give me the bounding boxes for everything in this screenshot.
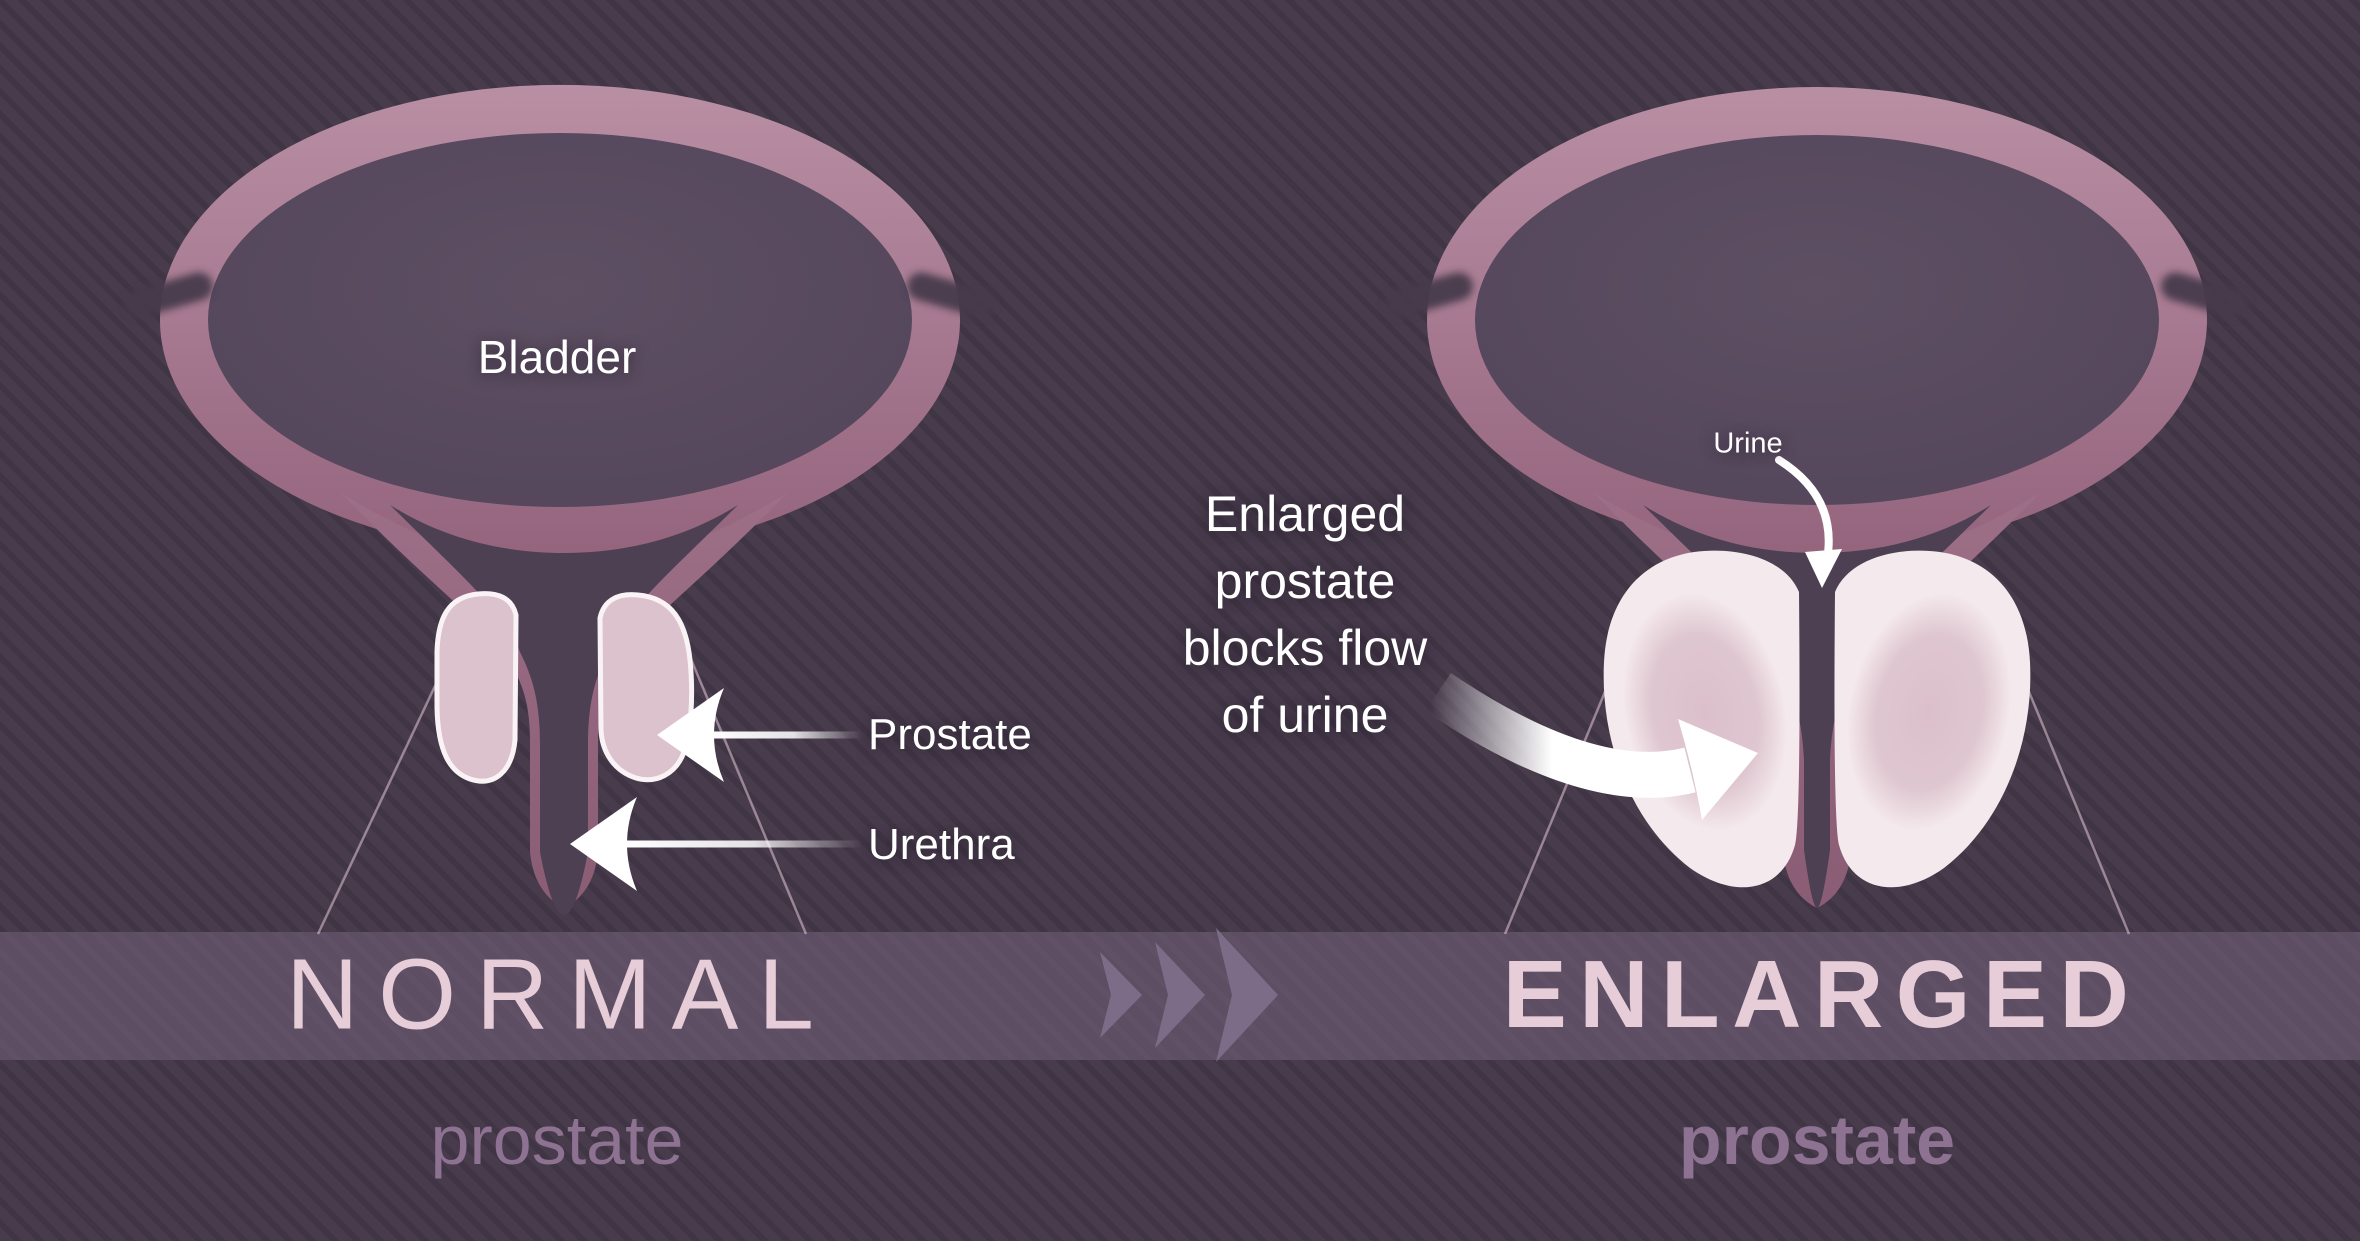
urine-label: Urine [1713, 427, 1783, 460]
normal-bladder-interior [190, 120, 930, 520]
bladder-label: Bladder [477, 331, 637, 383]
callout-line: of urine [1221, 687, 1389, 743]
urethra-pointer-arrow-icon [570, 797, 862, 891]
enlarged-subtitle: prostate [1678, 1101, 1956, 1179]
blockage-arrow-icon [1425, 672, 1758, 820]
enlarged-bladder-interior [1457, 122, 2177, 518]
enlarged-banner-title: ENLARGED [1502, 941, 2142, 1048]
urethra-label: Urethra [868, 820, 1015, 869]
normal-bladder-left-notch [125, 272, 213, 318]
normal-bladder-right-notch [907, 272, 995, 318]
normal-urethra-lumen [390, 505, 738, 915]
prostate-pointer-arrow-icon [657, 688, 862, 782]
enlarged-bladder-right-notch [2161, 272, 2249, 318]
enlarged-prostate-callout: Enlarged prostate blocks flow of urine [1183, 481, 1428, 749]
normal-projection-line-left [316, 649, 454, 935]
callout-line: Enlarged [1204, 486, 1406, 542]
chevron-right-icon [1100, 952, 1142, 1038]
normal-prostate-right-lobe [597, 592, 695, 783]
callout-line: blocks flow [1182, 620, 1428, 676]
chevron-right-icon [1216, 928, 1278, 1062]
normal-anatomy-diagram [125, 84, 995, 935]
normal-prostate-left-lobe [434, 591, 519, 784]
chevron-right-icon [1155, 942, 1205, 1048]
prostate-label: Prostate [868, 710, 1032, 759]
normal-subtitle: prostate [430, 1101, 684, 1179]
normal-banner-title: NORMAL [286, 938, 834, 1051]
urine-flow-arrow-icon [1775, 456, 1842, 588]
transition-chevrons-icon [1100, 928, 1278, 1062]
enlarged-anatomy-diagram [1385, 87, 2249, 935]
normal-projection-line-right [686, 651, 808, 935]
callout-line: prostate [1214, 553, 1396, 609]
enlarged-prostate-right-lobe-shading [1846, 593, 2012, 831]
enlarged-urethra-lumen [1643, 505, 1991, 908]
enlarged-bladder-left-notch [1385, 272, 1473, 318]
